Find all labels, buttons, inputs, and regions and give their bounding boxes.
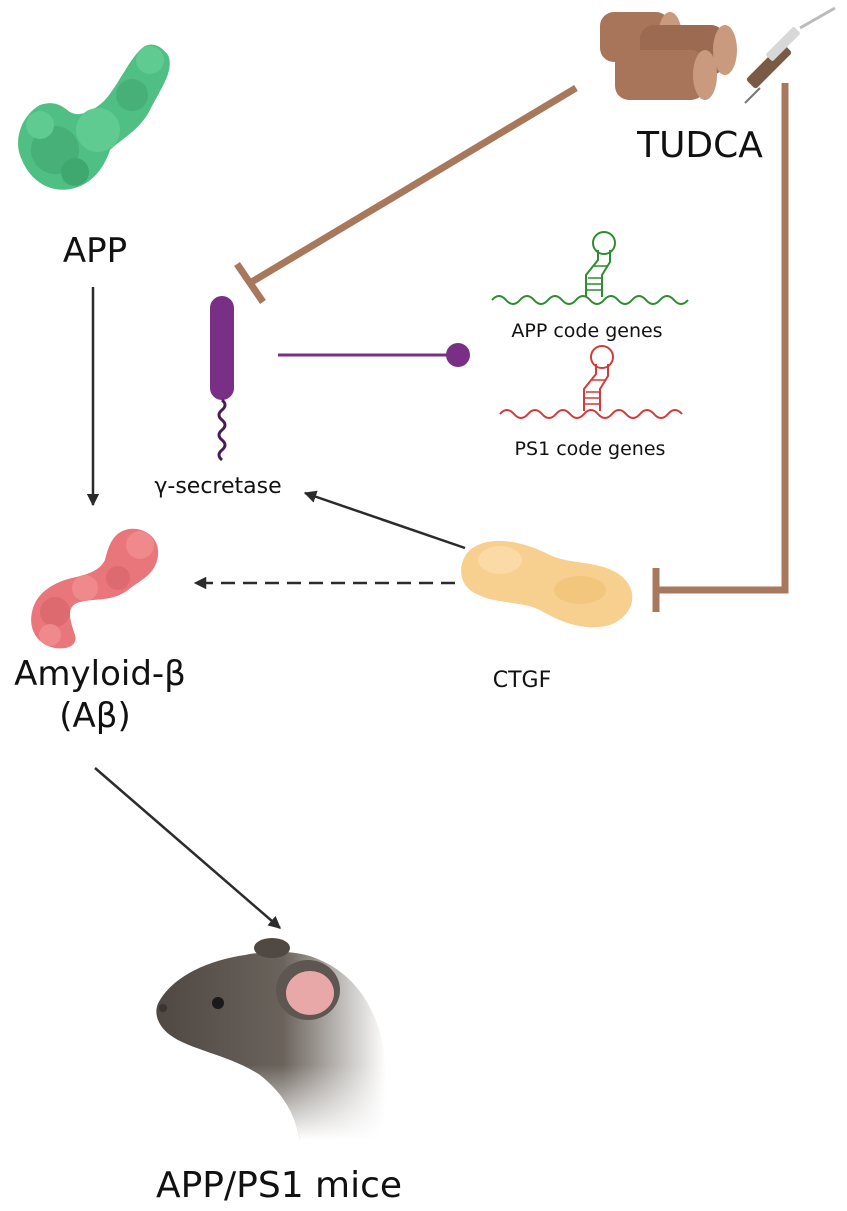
ctgf-label: CTGF	[493, 668, 552, 693]
gamma-to-genes-link	[278, 343, 470, 367]
app-protein-icon	[18, 44, 170, 190]
amyloid-label-line2: (Aβ)	[59, 696, 131, 736]
ps1-rna-hairpin-icon	[499, 345, 683, 419]
gamma-secretase-icon	[210, 296, 234, 462]
tudca-inhibits-ctgf-line	[652, 83, 789, 612]
mouse-icon	[156, 938, 387, 1140]
amyloid-to-mice-arrow	[94, 767, 281, 929]
amyloid-beta-icon	[31, 528, 159, 649]
tudca-label: TUDCA	[636, 125, 763, 166]
syringe-icon	[744, 6, 836, 104]
ctgf-protein-icon	[461, 540, 633, 628]
mice-label: APP/PS1 mice	[156, 1165, 402, 1206]
tudca-inhibits-gamma-line	[234, 84, 578, 304]
tudca-cylinders-icon	[600, 12, 737, 100]
gamma-secretase-label: γ-secretase	[154, 474, 281, 499]
app-genes-label: APP code genes	[511, 320, 662, 342]
app-rna-hairpin-icon	[491, 231, 689, 305]
app-label: APP	[63, 231, 127, 271]
amyloid-label-line1: Amyloid-β	[14, 654, 186, 694]
ps1-genes-label: PS1 code genes	[515, 438, 666, 460]
ctgf-to-gamma-arrow	[303, 490, 466, 550]
